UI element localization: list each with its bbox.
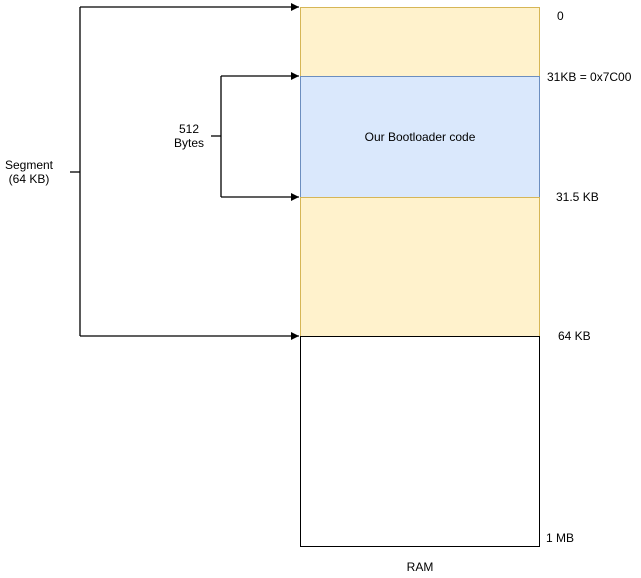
address-label-1mb: 1 MB: [546, 531, 575, 545]
memory-region-high: [300, 336, 540, 547]
address-label-64kb: 64 KB: [558, 329, 591, 343]
bytes-bracket: [211, 72, 299, 201]
memory-region-low: [300, 7, 540, 77]
bootloader-region-label: Our Bootloader code: [364, 130, 476, 144]
address-label-31kb: 31KB = 0x7C00: [547, 70, 632, 84]
segment-bracket-label-line1: Segment: [4, 158, 54, 172]
bytes-bracket-label-line1: 512: [178, 122, 200, 136]
ram-caption: RAM: [406, 560, 434, 574]
address-label-0: 0: [557, 9, 564, 23]
address-label-31-5kb: 31.5 KB: [556, 190, 599, 204]
bytes-bracket-label: 512 Bytes: [163, 122, 215, 150]
segment-bracket-label: Segment (64 KB): [1, 158, 57, 186]
bytes-bracket-label-line2: Bytes: [173, 136, 204, 150]
memory-region-bootloader: Our Bootloader code: [300, 76, 540, 198]
segment-bracket-label-line2: (64 KB): [8, 172, 50, 186]
memory-region-mid: [300, 197, 540, 337]
segment-bracket: [70, 3, 299, 340]
